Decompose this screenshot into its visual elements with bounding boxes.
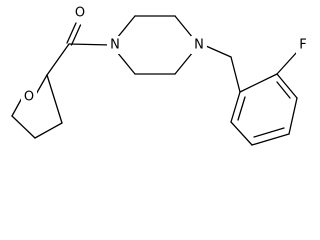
benzene-bond-4 <box>251 133 290 146</box>
benzene-bond-1 <box>239 73 278 93</box>
carbonyl-to-n1-bond <box>68 43 112 46</box>
fluorine-label: F <box>299 38 306 53</box>
thf-bond-3 <box>11 115 36 139</box>
structure-drawing: O N N F O <box>11 4 310 146</box>
benzene-inner-bond-a <box>276 81 291 99</box>
benzene-inner-bond-c <box>237 96 246 121</box>
thf-bond-5 <box>46 74 63 124</box>
piperazine-bond-6 <box>116 51 136 75</box>
benzene-inner-bond-b <box>253 127 285 138</box>
molecule-diagram: O N N F O <box>11 4 310 146</box>
benzene-bond-2 <box>276 73 298 99</box>
atom-labels: O N N F O <box>21 4 310 106</box>
piperazine-bond-4 <box>174 51 194 75</box>
carbonyl-double-bond-b <box>70 24 82 46</box>
n4-to-ch2-bond <box>205 45 232 58</box>
benzene-bond-3 <box>288 97 298 135</box>
bond-lines <box>11 15 298 146</box>
carbonyl-oxygen-label: O <box>75 6 85 21</box>
benzene-bond-5 <box>230 121 253 146</box>
carbonyl-to-thf-bond <box>46 43 70 76</box>
carbonyl-double-bond-a <box>66 22 77 44</box>
aryl-to-fluorine-bond <box>276 51 298 75</box>
piperazine-bond-3 <box>174 15 194 39</box>
thf-bond-4 <box>34 122 63 139</box>
piperazine-n4-label: N <box>194 38 204 53</box>
benzene-bond-6 <box>230 91 241 123</box>
piperazine-bond-1 <box>116 15 136 39</box>
thf-oxygen-label: O <box>24 90 34 105</box>
ch2-to-aryl-bond <box>230 56 241 93</box>
piperazine-n1-label: N <box>110 38 120 53</box>
